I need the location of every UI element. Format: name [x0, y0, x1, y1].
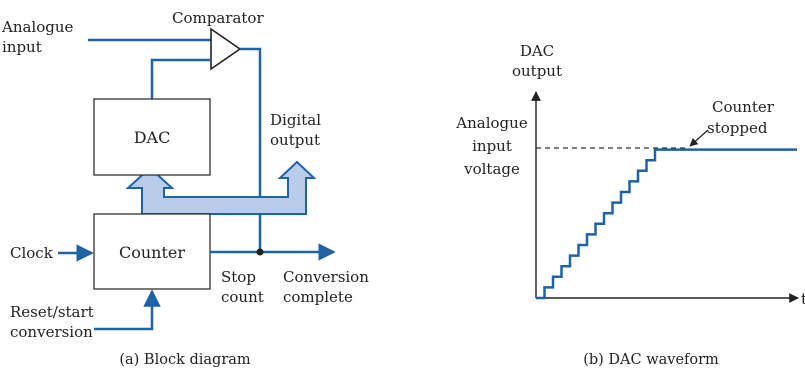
dac-staircase-line — [536, 148, 797, 300]
waveform-caption: (b) DAC waveform — [583, 352, 719, 368]
counter-stopped-label-line1: Counter — [712, 98, 775, 116]
reset-arrow — [94, 289, 161, 331]
dac-to-comparator-wire — [150, 58, 211, 99]
input-voltage-label-line1: Analogue — [455, 114, 528, 132]
analogue-input-label-line2: input — [2, 38, 42, 56]
counter-stopped-arrow — [689, 129, 709, 147]
conversion-complete-label-line1: Conversion — [283, 268, 369, 286]
block-diagram-caption: (a) Block diagram — [119, 352, 251, 368]
stop-count-label-line1: Stop — [221, 268, 256, 286]
dac-box — [93, 98, 211, 176]
digital-output-label-line2: output — [270, 131, 320, 149]
dac-waveform: DAC output t Analogue input voltage Coun… — [455, 42, 805, 368]
comparator-symbol — [210, 27, 242, 71]
reset-label-line1: Reset/start — [10, 303, 94, 321]
input-voltage-label-line2: input — [472, 137, 512, 155]
conversion-complete-label-line2: complete — [283, 288, 353, 306]
stop-count-label-line2: count — [221, 288, 264, 306]
counter-box-label: Counter — [119, 243, 185, 262]
y-axis-label-line1: DAC — [520, 42, 554, 60]
reset-label-line2: conversion — [10, 323, 93, 341]
dac-box-label: DAC — [134, 128, 171, 147]
comparator-label: Comparator — [172, 9, 264, 27]
block-diagram: Analogue input Comparator DAC Counter Di… — [1, 9, 369, 368]
analogue-input-label-line1: Analogue — [1, 18, 74, 36]
junction-dot — [256, 248, 264, 256]
clock-label: Clock — [10, 244, 54, 262]
counter-box — [93, 213, 211, 290]
digital-output-label-line1: Digital — [270, 111, 321, 129]
input-voltage-label-line3: voltage — [463, 160, 520, 178]
comparator-output-wire — [240, 47, 262, 252]
x-axis-end-label: t — [801, 290, 805, 308]
y-axis-label-line2: output — [512, 62, 562, 80]
counter-stopped-label-line2: stopped — [707, 119, 768, 137]
